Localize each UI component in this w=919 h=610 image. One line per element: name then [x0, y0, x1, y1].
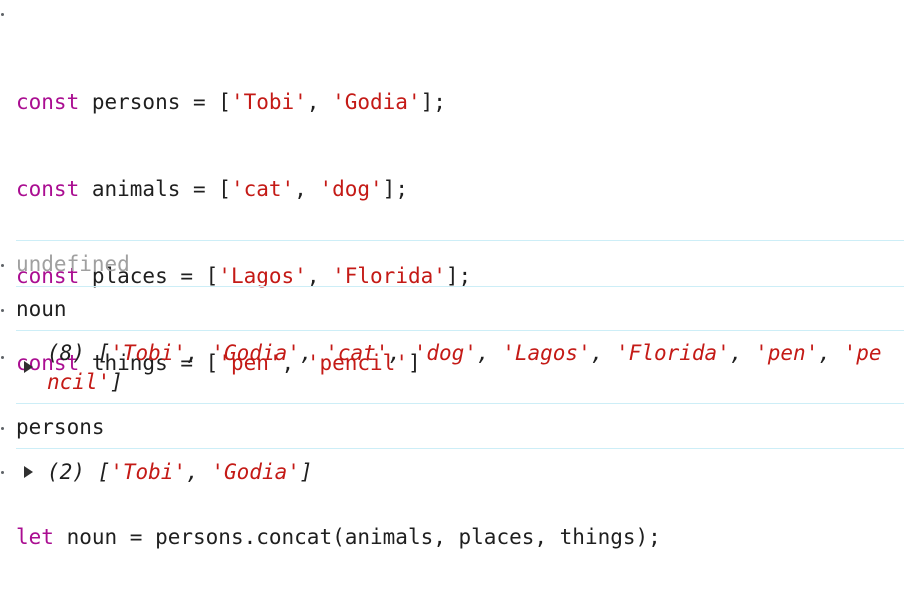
result-marker: [1, 264, 4, 267]
console-divider: [16, 330, 904, 331]
code-line-things: const things = ['pen', 'pencil']: [16, 351, 421, 375]
command-noun: noun: [16, 297, 67, 321]
result-undefined: undefined: [16, 252, 130, 276]
devtools-console: const persons = ['Tobi', 'Godia']; const…: [1, 13, 904, 549]
prompt-marker: [1, 13, 4, 16]
array-preview-noun[interactable]: (8) ['Tobi', 'Godia', 'cat', 'dog', 'Lag…: [47, 341, 882, 394]
console-divider: [16, 240, 904, 241]
code-line-places: const places = ['Lagos', 'Florida'];: [16, 264, 472, 288]
array-preview-persons[interactable]: (2) ['Tobi', 'Godia']: [47, 460, 313, 484]
result-marker: [1, 471, 4, 474]
code-line-persons: const persons = ['Tobi', 'Godia'];: [16, 90, 446, 114]
console-divider: [16, 448, 904, 449]
prompt-marker: [1, 309, 4, 312]
expand-triangle-icon[interactable]: [24, 361, 33, 373]
code-line-animals: const animals = ['cat', 'dog'];: [16, 177, 408, 201]
command-persons: persons: [16, 415, 105, 439]
expand-triangle-icon[interactable]: [24, 466, 33, 478]
code-line-let-noun: let noun = persons.concat(animals, place…: [16, 525, 661, 549]
console-divider: [16, 286, 904, 287]
result-marker: [1, 356, 4, 359]
console-input-block[interactable]: const persons = ['Tobi', 'Godia']; const…: [16, 30, 661, 610]
console-divider: [16, 403, 904, 404]
prompt-marker: [1, 427, 4, 430]
